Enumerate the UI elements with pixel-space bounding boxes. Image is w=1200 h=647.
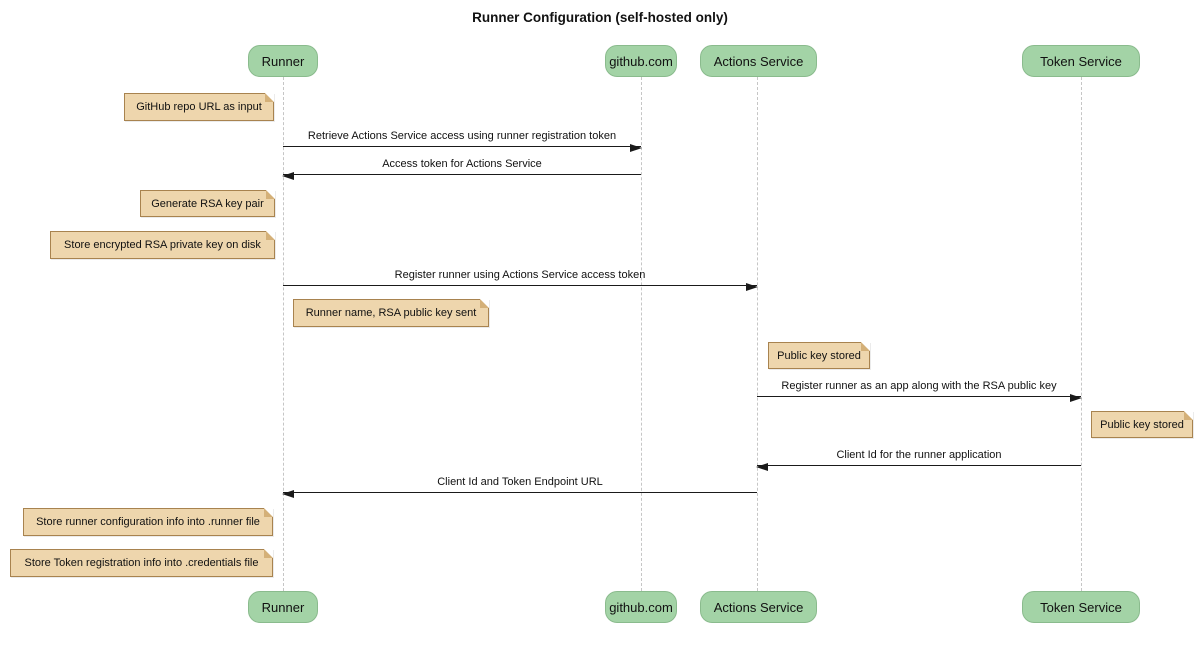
message-client-id-and-token-endpoint-url: Client Id and Token Endpoint URL bbox=[282, 473, 757, 498]
message-client-id-for-runner-application: Client Id for the runner application bbox=[756, 446, 1081, 471]
participant-runner-bottom: Runner bbox=[248, 591, 318, 623]
participant-token-service-bottom: Token Service bbox=[1022, 591, 1140, 623]
note-public-key-stored-token-service: Public key stored bbox=[1091, 411, 1193, 438]
note-public-key-stored-actions-service: Public key stored bbox=[768, 342, 870, 369]
message-line bbox=[283, 492, 757, 493]
participant-token-service-top: Token Service bbox=[1022, 45, 1140, 77]
participant-actions-service-top: Actions Service bbox=[700, 45, 817, 77]
note-generate-rsa-key-pair: Generate RSA key pair bbox=[140, 190, 275, 217]
arrowhead-right-icon bbox=[1070, 394, 1082, 402]
message-label: Register runner using Actions Service ac… bbox=[394, 269, 646, 281]
lifeline-token-service bbox=[1081, 77, 1082, 591]
message-line bbox=[283, 285, 757, 286]
lifeline-runner bbox=[283, 77, 284, 591]
message-label: Client Id and Token Endpoint URL bbox=[437, 476, 603, 488]
arrowhead-left-icon bbox=[282, 172, 294, 180]
message-register-runner: Register runner using Actions Service ac… bbox=[283, 266, 758, 291]
message-line bbox=[757, 396, 1081, 397]
participant-actions-service-bottom: Actions Service bbox=[700, 591, 817, 623]
note-store-token-registration: Store Token registration info into .cred… bbox=[10, 549, 273, 577]
message-label: Register runner as an app along with the… bbox=[781, 380, 1057, 392]
lifeline-github-com bbox=[641, 77, 642, 591]
message-line bbox=[283, 146, 641, 147]
arrowhead-right-icon bbox=[746, 283, 758, 291]
lifeline-actions-service bbox=[757, 77, 758, 591]
participant-runner-top: Runner bbox=[248, 45, 318, 77]
arrowhead-right-icon bbox=[630, 144, 642, 152]
message-access-token-for-actions-service: Access token for Actions Service bbox=[282, 155, 641, 180]
note-github-repo-url-as-input: GitHub repo URL as input bbox=[124, 93, 274, 121]
message-retrieve-actions-service-access: Retrieve Actions Service access using ru… bbox=[283, 127, 642, 152]
message-label: Client Id for the runner application bbox=[836, 449, 1002, 461]
message-register-runner-as-app: Register runner as an app along with the… bbox=[757, 377, 1082, 402]
message-label: Access token for Actions Service bbox=[382, 158, 542, 170]
participant-github-com-top: github.com bbox=[605, 45, 677, 77]
diagram-title: Runner Configuration (self-hosted only) bbox=[472, 10, 728, 25]
note-store-encrypted-rsa-private-key: Store encrypted RSA private key on disk bbox=[50, 231, 275, 259]
arrowhead-left-icon bbox=[756, 463, 768, 471]
participant-github-com-bottom: github.com bbox=[605, 591, 677, 623]
note-store-runner-configuration: Store runner configuration info into .ru… bbox=[23, 508, 273, 536]
message-label: Retrieve Actions Service access using ru… bbox=[307, 130, 617, 142]
message-line bbox=[757, 465, 1081, 466]
message-line bbox=[283, 174, 641, 175]
arrowhead-left-icon bbox=[282, 490, 294, 498]
note-runner-name-rsa-public-key-sent: Runner name, RSA public key sent bbox=[293, 299, 489, 327]
